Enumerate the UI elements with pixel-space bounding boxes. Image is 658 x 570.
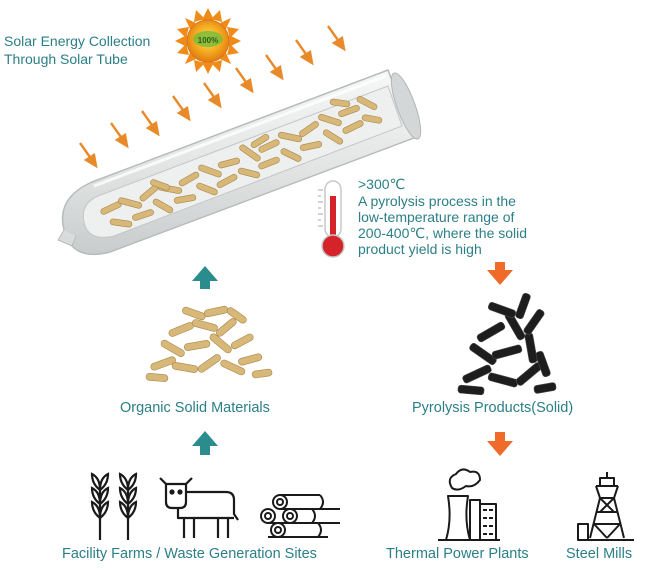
- title-line-2: Through Solar Tube: [4, 51, 128, 67]
- sun-icon: 100%: [175, 8, 241, 74]
- label-pyrolysis-products: Pyrolysis Products(Solid): [412, 400, 574, 416]
- wheat-icon: [90, 472, 138, 540]
- power-plant-icon: [438, 468, 500, 541]
- temperature-line-1: A pyrolysis process in the: [358, 193, 516, 209]
- cow-icon: [159, 477, 239, 538]
- title-line-1: Solar Energy Collection: [4, 33, 151, 49]
- arrow-down-to-users: [487, 432, 513, 456]
- logs-icon: [260, 494, 340, 538]
- arrow-up-to-tube: [192, 266, 218, 289]
- label-organic-solid-materials: Organic Solid Materials: [120, 400, 270, 416]
- temperature-line-3: 200-400℃, where the solid: [358, 225, 528, 241]
- solar-rays: [79, 25, 346, 169]
- sun-badge: 100%: [198, 36, 218, 45]
- temperature-line-4: product yield is high: [358, 241, 482, 257]
- arrow-down-to-pyrolysis: [487, 262, 513, 285]
- solar-tube: [57, 69, 422, 256]
- temperature-headline: >300℃: [358, 176, 406, 192]
- temperature-line-2: low-temperature range of: [358, 209, 515, 225]
- thermometer-icon: [318, 180, 345, 258]
- steel-mill-icon: [577, 472, 634, 541]
- label-steel-mills: Steel Mills: [566, 546, 633, 562]
- organic-pellets-pile: [145, 305, 273, 382]
- label-facility-farms: Facility Farms / Waste Generation Sites: [62, 546, 317, 562]
- char-pile: [457, 292, 557, 396]
- arrow-up-to-organic: [192, 431, 218, 455]
- label-thermal-power-plants: Thermal Power Plants: [386, 546, 529, 562]
